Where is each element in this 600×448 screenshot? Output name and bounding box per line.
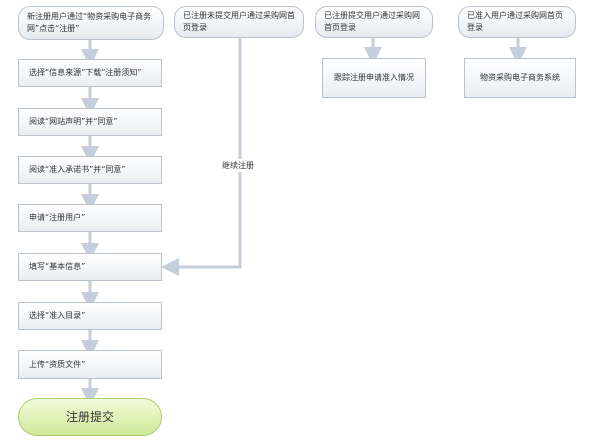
- step-upload-qualification-text: 上传“资质文件”: [29, 359, 86, 369]
- step-select-catalog: 选择“准入目录”: [18, 302, 162, 330]
- step-website-statement-text: 阅读“网站声明”并“同意”: [29, 117, 118, 126]
- step-fill-basic-info: 填写“基本信息”: [18, 253, 162, 281]
- step-track-admission-text: 跟踪注册申请准入情况: [334, 73, 414, 82]
- step-upload-qualification: 上传“资质文件”: [18, 350, 162, 379]
- ecommerce-system-text: 物资采购电子商务系统: [480, 73, 560, 82]
- start-unsubmitted-user: 已注册未提交用户通过采购网首页登录: [174, 6, 304, 38]
- step-register-submit: 注册提交: [18, 398, 162, 436]
- step-website-statement: 阅读“网站声明”并“同意”: [18, 108, 162, 136]
- start-admitted-user-text: 已准入用户通过采购网首页登录: [467, 11, 563, 32]
- start-submitted-user-text: 已注册提交用户通过采购网首页登录: [324, 11, 420, 32]
- step-download-notice-text: 选择“信息来源”下载“注册须知”: [29, 68, 142, 77]
- step-apply-registered-user: 申请“注册用户”: [18, 204, 162, 232]
- arrow-unsubmitted-to-basic-info: [161, 38, 242, 276]
- ecommerce-system: 物资采购电子商务系统: [464, 58, 576, 98]
- step-download-notice: 选择“信息来源”下载“注册须知”: [18, 59, 162, 87]
- step-admission-commitment-text: 阅读“准入承诺书”并“同意”: [29, 165, 126, 174]
- step-track-admission: 跟踪注册申请准入情况: [322, 58, 426, 98]
- start-submitted-user: 已注册提交用户通过采购网首页登录: [315, 6, 433, 38]
- continue-registration-label: 继续注册: [222, 159, 254, 172]
- start-new-user-text: 新注册用户通过“物资采购电子商务网”点击“注册”: [27, 12, 152, 33]
- step-fill-basic-info-text: 填写“基本信息”: [29, 262, 86, 271]
- start-unsubmitted-user-text: 已注册未提交用户通过采购网首页登录: [183, 11, 295, 32]
- start-admitted-user: 已准入用户通过采购网首页登录: [458, 6, 576, 38]
- step-admission-commitment: 阅读“准入承诺书”并“同意”: [18, 156, 162, 184]
- start-new-user: 新注册用户通过“物资采购电子商务网”点击“注册”: [18, 6, 164, 40]
- step-apply-registered-user-text: 申请“注册用户”: [29, 213, 86, 222]
- step-select-catalog-text: 选择“准入目录”: [29, 311, 86, 320]
- step-register-submit-text: 注册提交: [65, 410, 114, 424]
